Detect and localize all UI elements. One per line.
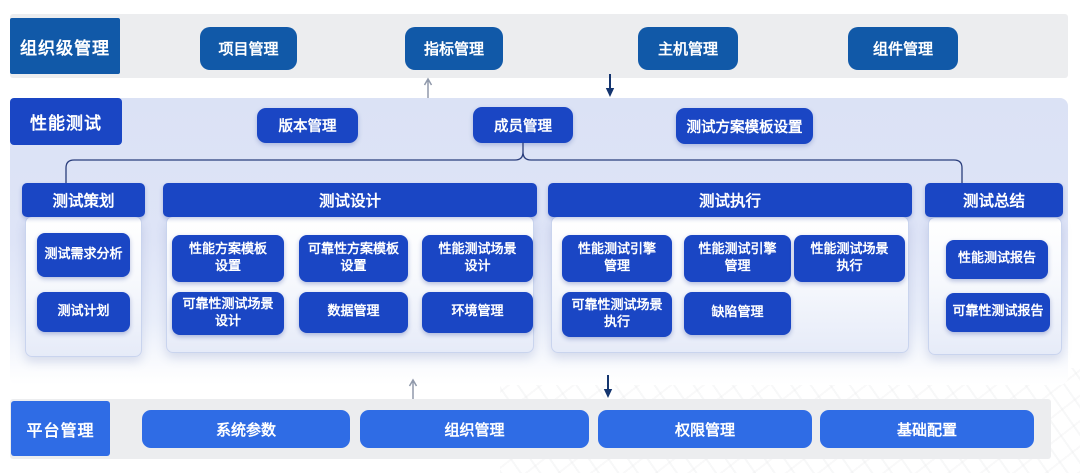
perf-panel-label: 性能测试 (10, 98, 122, 145)
node-perf-scenario-exec: 性能测试场景 执行 (794, 235, 905, 282)
node-reliability-scenario-design: 可靠性测试场景 设计 (172, 292, 284, 335)
node-basic-config: 基础配置 (820, 410, 1034, 448)
node-env-mgmt: 环境管理 (422, 292, 533, 333)
node-defect-mgmt: 缺陷管理 (684, 292, 791, 335)
node-system-params: 系统参数 (142, 410, 350, 448)
column-test-summary-header: 测试总结 (925, 183, 1063, 217)
platform-band-label: 平台管理 (11, 401, 110, 456)
node-org-mgmt: 组织管理 (360, 410, 589, 448)
node-test-requirement-analysis: 测试需求分析 (37, 233, 130, 277)
node-perf-template-settings: 性能方案模板 设置 (172, 235, 284, 282)
column-test-execution-header: 测试执行 (548, 183, 912, 217)
node-data-mgmt: 数据管理 (299, 292, 408, 333)
node-permission-mgmt: 权限管理 (598, 410, 812, 448)
node-host-mgmt: 主机管理 (638, 27, 738, 70)
node-test-plan: 测试计划 (37, 292, 130, 332)
node-perf-engine-mgmt-2: 性能测试引擎 管理 (684, 235, 791, 282)
column-test-planning-header: 测试策划 (22, 183, 145, 217)
node-perf-test-report: 性能测试报告 (946, 240, 1048, 279)
node-test-plan-template-settings: 测试方案模板设置 (676, 108, 813, 144)
node-reliability-test-report: 可靠性测试报告 (946, 293, 1050, 332)
node-reliability-scenario-exec: 可靠性测试场景 执行 (562, 292, 672, 337)
node-component-mgmt: 组件管理 (848, 27, 958, 70)
node-reliability-template-settings: 可靠性方案模板 设置 (299, 235, 408, 282)
arrow-up-top-icon (423, 77, 433, 98)
node-perf-scenario-design: 性能测试场景 设计 (422, 235, 533, 282)
node-metric-mgmt: 指标管理 (405, 27, 503, 70)
column-test-design-header: 测试设计 (163, 183, 537, 217)
column-test-summary-card (928, 217, 1062, 355)
node-project-mgmt: 项目管理 (200, 27, 297, 70)
org-band-label: 组织级管理 (10, 18, 120, 74)
node-member-mgmt: 成员管理 (473, 107, 573, 143)
node-version-mgmt: 版本管理 (257, 108, 358, 143)
node-perf-engine-mgmt-1: 性能测试引擎 管理 (562, 235, 672, 282)
